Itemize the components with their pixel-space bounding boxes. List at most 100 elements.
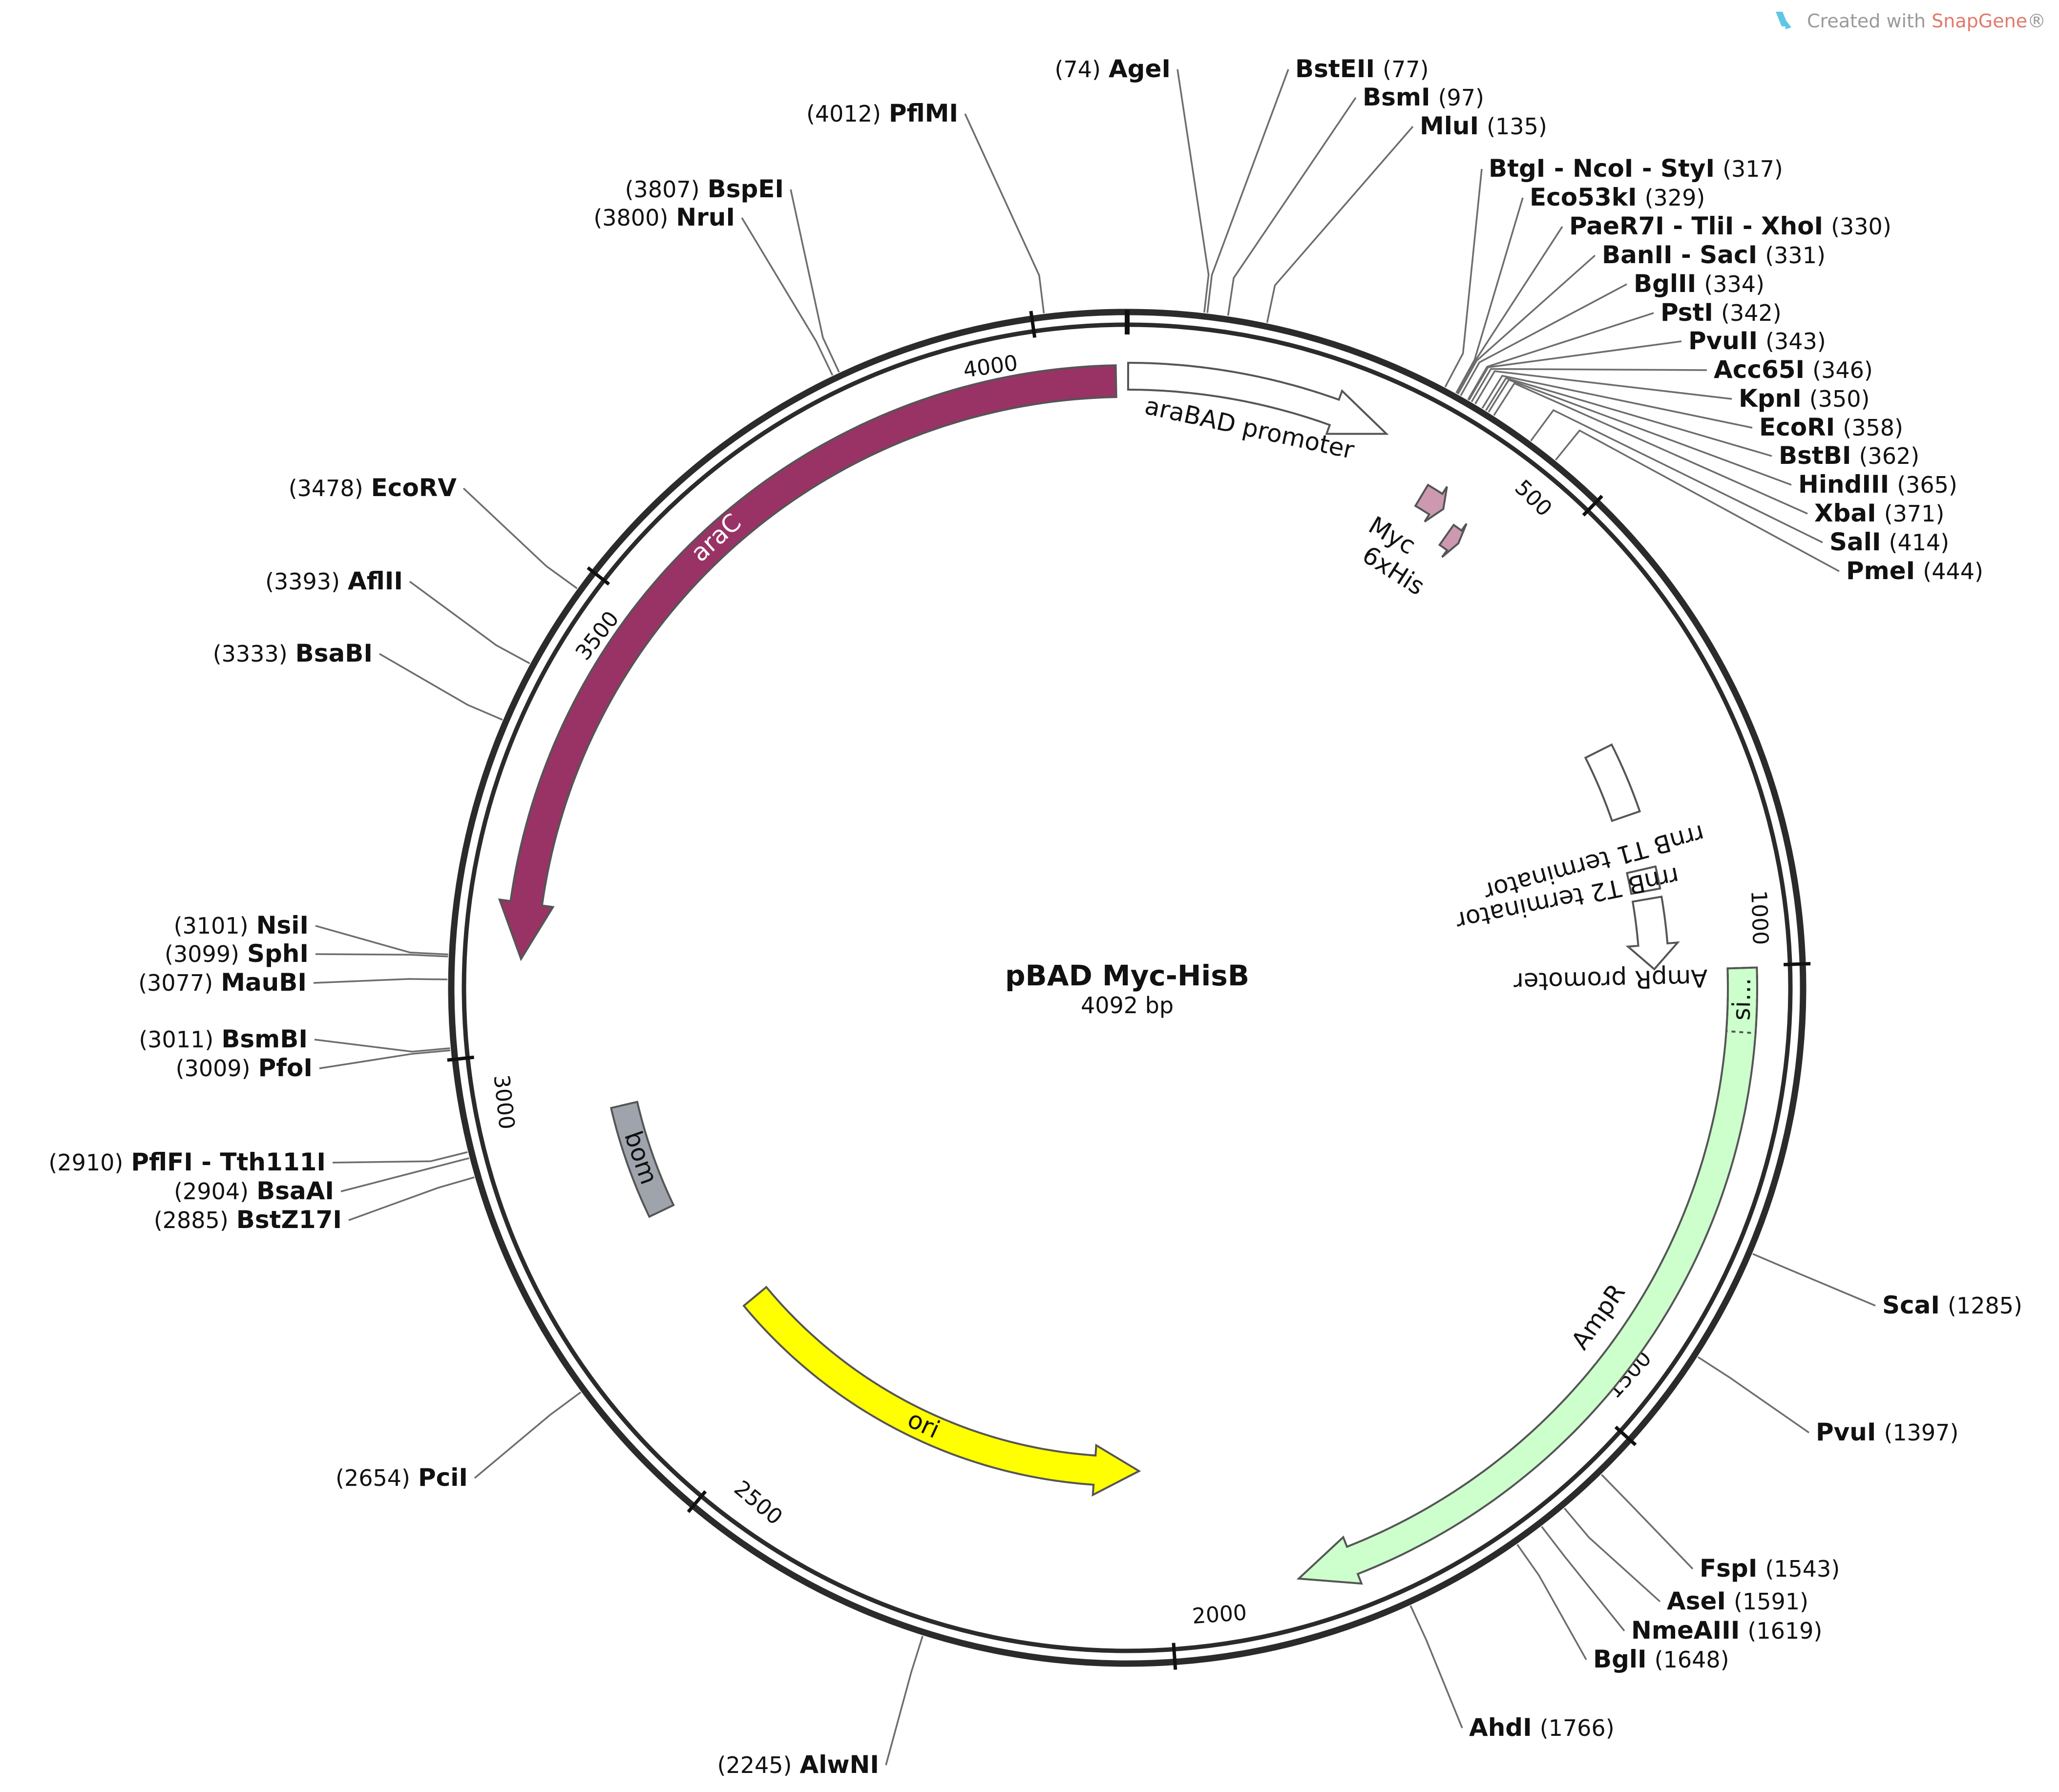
site-leader xyxy=(315,925,448,956)
restriction-site-label[interactable]: (3478) EcoRV xyxy=(289,474,457,502)
feature-6xhis[interactable] xyxy=(1438,523,1468,558)
restriction-site-label[interactable]: (2885)BstZ17I xyxy=(154,1206,342,1234)
restriction-site-label[interactable]: PmeI(444) xyxy=(1846,557,1983,585)
site-position: (365) xyxy=(1897,472,1957,498)
features xyxy=(498,362,1759,1585)
site-position: (1766) xyxy=(1540,1715,1615,1741)
feature-arac[interactable] xyxy=(498,364,1117,961)
site-name: EcoRV xyxy=(371,474,457,502)
restriction-site-label[interactable]: BglI (1648) xyxy=(1593,1645,1729,1673)
site-name: BglI xyxy=(1593,1645,1647,1673)
site-position: (350) xyxy=(1809,386,1870,412)
restriction-site-label[interactable]: BglII(334) xyxy=(1634,270,1765,298)
restriction-site-label[interactable]: (3333)BsaBI xyxy=(213,639,373,667)
restriction-site-label[interactable]: SalI(414) xyxy=(1829,528,1949,556)
site-leader xyxy=(790,189,840,373)
restriction-site-label[interactable]: BstBI(362) xyxy=(1779,441,1919,470)
site-leader xyxy=(474,1391,582,1479)
tick-label: 1000 xyxy=(1746,890,1773,945)
site-name: BsaBI xyxy=(295,639,373,667)
restriction-site-label[interactable]: PvuII(343) xyxy=(1688,327,1826,355)
site-leader xyxy=(1555,429,1840,572)
feature-ampr-promoter[interactable] xyxy=(1625,896,1680,971)
feature-ori[interactable] xyxy=(742,1286,1141,1497)
restriction-site-label[interactable]: AhdI(1766) xyxy=(1469,1713,1615,1742)
site-name: SphI xyxy=(247,939,309,968)
site-name: PstI xyxy=(1660,298,1713,327)
restriction-site-label[interactable]: PstI(342) xyxy=(1660,298,1782,327)
site-position: (2245) xyxy=(717,1752,792,1778)
site-leader xyxy=(313,978,448,984)
restriction-site-label[interactable]: XbaI(371) xyxy=(1814,499,1944,527)
restriction-site-label[interactable]: AseI(1591) xyxy=(1667,1587,1808,1615)
site-name: PciI xyxy=(418,1463,468,1492)
feature-arabad-promoter[interactable] xyxy=(1127,362,1389,435)
restriction-site-label[interactable]: (3101)NsiI xyxy=(174,911,309,939)
branding: Created with SnapGene® xyxy=(1776,10,2046,32)
site-leader xyxy=(1455,197,1524,394)
site-leader xyxy=(1206,69,1289,313)
restriction-site-label[interactable]: Eco53kI(329) xyxy=(1530,183,1705,211)
restriction-site-label[interactable]: (3099)SphI xyxy=(165,939,309,968)
feature-bom[interactable] xyxy=(609,1101,675,1218)
site-leader xyxy=(1697,1356,1809,1434)
site-position: (329) xyxy=(1645,185,1705,211)
restriction-site-label[interactable]: (3393)AflII xyxy=(265,567,403,595)
tick-mark xyxy=(687,1490,707,1513)
restriction-site-label[interactable]: ScaI(1285) xyxy=(1882,1291,2022,1319)
site-leader xyxy=(348,1176,475,1221)
restriction-site-label[interactable]: FspI(1543) xyxy=(1700,1554,1840,1583)
restriction-site-label[interactable]: MluI(135) xyxy=(1420,112,1547,140)
site-name: BstBI xyxy=(1779,441,1851,470)
site-leader xyxy=(1563,1507,1661,1603)
restriction-site-label[interactable]: (3011)BsmBI xyxy=(139,1025,308,1053)
restriction-site-label[interactable]: Acc65I(346) xyxy=(1714,355,1873,384)
site-position: (1648) xyxy=(1655,1646,1729,1673)
site-name: BspEI xyxy=(708,175,784,203)
restriction-site-label[interactable]: (74)AgeI xyxy=(1055,55,1171,83)
restriction-site-label[interactable]: (4012)PflMI xyxy=(806,99,958,127)
site-name: PflFI - Tth111I xyxy=(131,1148,326,1176)
site-name: SalI xyxy=(1829,528,1881,556)
site-position: (317) xyxy=(1723,156,1783,182)
restriction-site-label[interactable]: (2910)PflFI - Tth111I xyxy=(48,1148,326,1176)
site-position: (3393) xyxy=(265,568,340,595)
restriction-site-label[interactable]: EcoRI(358) xyxy=(1759,413,1903,441)
feature-ampr[interactable] xyxy=(1296,966,1759,1585)
site-name: MluI xyxy=(1420,112,1479,140)
svg-text:Created with SnapGene®: Created with SnapGene® xyxy=(1807,10,2046,32)
plasmid-length: 4092 bp xyxy=(1081,992,1174,1019)
site-name: HindIII xyxy=(1798,470,1889,499)
site-position: (3478) xyxy=(289,475,363,501)
restriction-site-label[interactable]: PvuI(1397) xyxy=(1816,1418,1958,1446)
restriction-site-label[interactable]: BstEII(77) xyxy=(1295,55,1429,83)
restriction-site-label[interactable]: (3800)NruI xyxy=(593,203,735,231)
site-leader xyxy=(332,1151,468,1164)
site-leader xyxy=(741,217,834,376)
restriction-site-label[interactable]: (2904)BsaAI xyxy=(174,1177,334,1205)
site-leader xyxy=(1468,340,1682,401)
restriction-site-label[interactable]: (3807)BspEI xyxy=(625,175,784,203)
site-name: BsmI xyxy=(1363,83,1430,111)
site-position: (77) xyxy=(1383,56,1429,83)
feature-myc[interactable] xyxy=(1414,483,1448,522)
restriction-site-label[interactable]: BtgI - NcoI - StyI(317) xyxy=(1489,154,1783,183)
restriction-site-label[interactable]: HindIII (365) xyxy=(1798,470,1957,499)
feature-rrnb-t1-terminator[interactable] xyxy=(1584,743,1641,822)
site-name: BglII xyxy=(1634,270,1696,298)
restriction-site-label[interactable]: (2245)AlwNI xyxy=(717,1750,879,1779)
restriction-site-label[interactable]: NmeAIII(1619) xyxy=(1631,1616,1822,1645)
site-leader xyxy=(314,1039,450,1053)
restriction-site-label[interactable]: (2654)PciI xyxy=(336,1463,468,1492)
site-position: (1591) xyxy=(1734,1588,1808,1615)
restriction-site-label[interactable]: BanII - SacI(331) xyxy=(1602,241,1826,269)
restriction-site-label[interactable]: (3009)PfoI xyxy=(176,1054,313,1082)
feature-rrnb-t2-terminator[interactable] xyxy=(1626,865,1661,895)
restriction-site-label[interactable]: BsmI(97) xyxy=(1363,83,1484,111)
restriction-site-label[interactable]: KpnI(350) xyxy=(1739,384,1870,413)
restriction-site-label[interactable]: (3077)MauBI xyxy=(138,968,307,997)
restriction-site-label[interactable]: PaeR7I - TliI - XhoI(330) xyxy=(1569,212,1891,240)
site-leader xyxy=(319,1049,451,1069)
feature-si[interactable] xyxy=(1725,966,1758,1035)
